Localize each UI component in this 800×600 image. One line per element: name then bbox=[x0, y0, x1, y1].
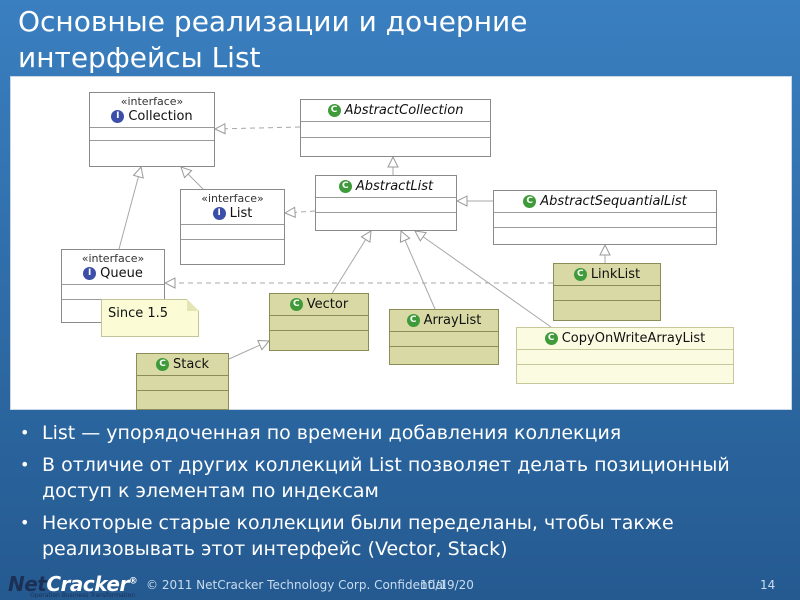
edge-arraylist-abstractlist bbox=[401, 231, 436, 310]
class-icon: C bbox=[544, 332, 558, 345]
arraylist-name: ArrayList bbox=[423, 313, 482, 328]
interface-icon: I bbox=[83, 267, 97, 280]
interface-icon: I bbox=[212, 207, 226, 220]
queue-stereotype: «interface» bbox=[81, 252, 145, 265]
stack-name: Stack bbox=[173, 357, 209, 372]
bullet-text: List — упорядоченная по времени добавлен… bbox=[42, 422, 622, 444]
since-note: Since 1.5 bbox=[101, 299, 199, 337]
since-note-text: Since 1.5 bbox=[108, 306, 169, 321]
slide-footer: NetCracker® Operation Business Transform… bbox=[0, 570, 800, 600]
collection-stereotype: «interface» bbox=[120, 95, 184, 108]
class-icon: C bbox=[156, 358, 169, 371]
bullet-item: •Некоторые старые коллекции были передел… bbox=[20, 512, 674, 560]
edge-vector-abstractlist bbox=[330, 231, 371, 296]
class-icon: C bbox=[573, 268, 587, 281]
class-icon: C bbox=[289, 298, 303, 311]
slide-date: 10/19/20 bbox=[420, 578, 474, 592]
list-name: List bbox=[229, 206, 253, 221]
abstract-class-icon: C bbox=[338, 180, 352, 193]
bullet-list: •List — упорядоченная по времени добавле… bbox=[18, 420, 788, 568]
abstractcollection-name: AbstractCollection bbox=[344, 103, 464, 118]
list-stereotype: «interface» bbox=[201, 192, 264, 205]
vector-name: Vector bbox=[306, 297, 349, 312]
edge-queue-collection bbox=[118, 167, 141, 250]
edge-list-collection bbox=[181, 167, 204, 190]
bullet-item: •В отличие от других коллекций List позв… bbox=[20, 454, 730, 502]
edge-abstractcollection-collection bbox=[215, 127, 301, 129]
logo-tagline: Operation Business Transformation bbox=[30, 592, 136, 599]
abstract-class-icon: C bbox=[523, 195, 537, 208]
queue-name: Queue bbox=[100, 266, 143, 281]
slide-title: Основные реализации и дочерние интерфейс… bbox=[18, 4, 778, 76]
abstractlist-name: AbstractList bbox=[355, 179, 434, 194]
copyright-text: © 2011 NetCracker Technology Corp. Confi… bbox=[146, 578, 447, 592]
edge-stack-vector bbox=[228, 341, 269, 360]
class-icon: C bbox=[406, 314, 420, 327]
abstractsequantiallist-name: AbstractSequantialList bbox=[540, 194, 687, 209]
copyonwritearraylist-name: CopyOnWriteArrayList bbox=[561, 331, 706, 346]
bullet-text: В отличие от других коллекций List позво… bbox=[42, 454, 730, 502]
uml-connectors bbox=[118, 77, 791, 360]
slide-title-line-2: интерфейсы List bbox=[18, 41, 261, 74]
netcracker-logo: NetCracker® bbox=[8, 572, 138, 596]
slide-title-line-1: Основные реализации и дочерние bbox=[18, 5, 528, 38]
edge-copyonwritearraylist-abstractlist bbox=[415, 231, 552, 328]
edge-abstractlist-list bbox=[285, 211, 316, 213]
collection-name: Collection bbox=[128, 109, 193, 124]
class-stack[interactable]: C Stack bbox=[136, 353, 229, 410]
bullet-text: Некоторые старые коллекции были передела… bbox=[42, 512, 674, 560]
abstract-class-icon: C bbox=[327, 104, 341, 117]
linklist-name: LinkList bbox=[590, 267, 641, 282]
interface-icon: I bbox=[111, 110, 125, 123]
slide-number: 14 bbox=[760, 578, 776, 592]
bullet-item: •List — упорядоченная по времени добавле… bbox=[20, 422, 622, 444]
